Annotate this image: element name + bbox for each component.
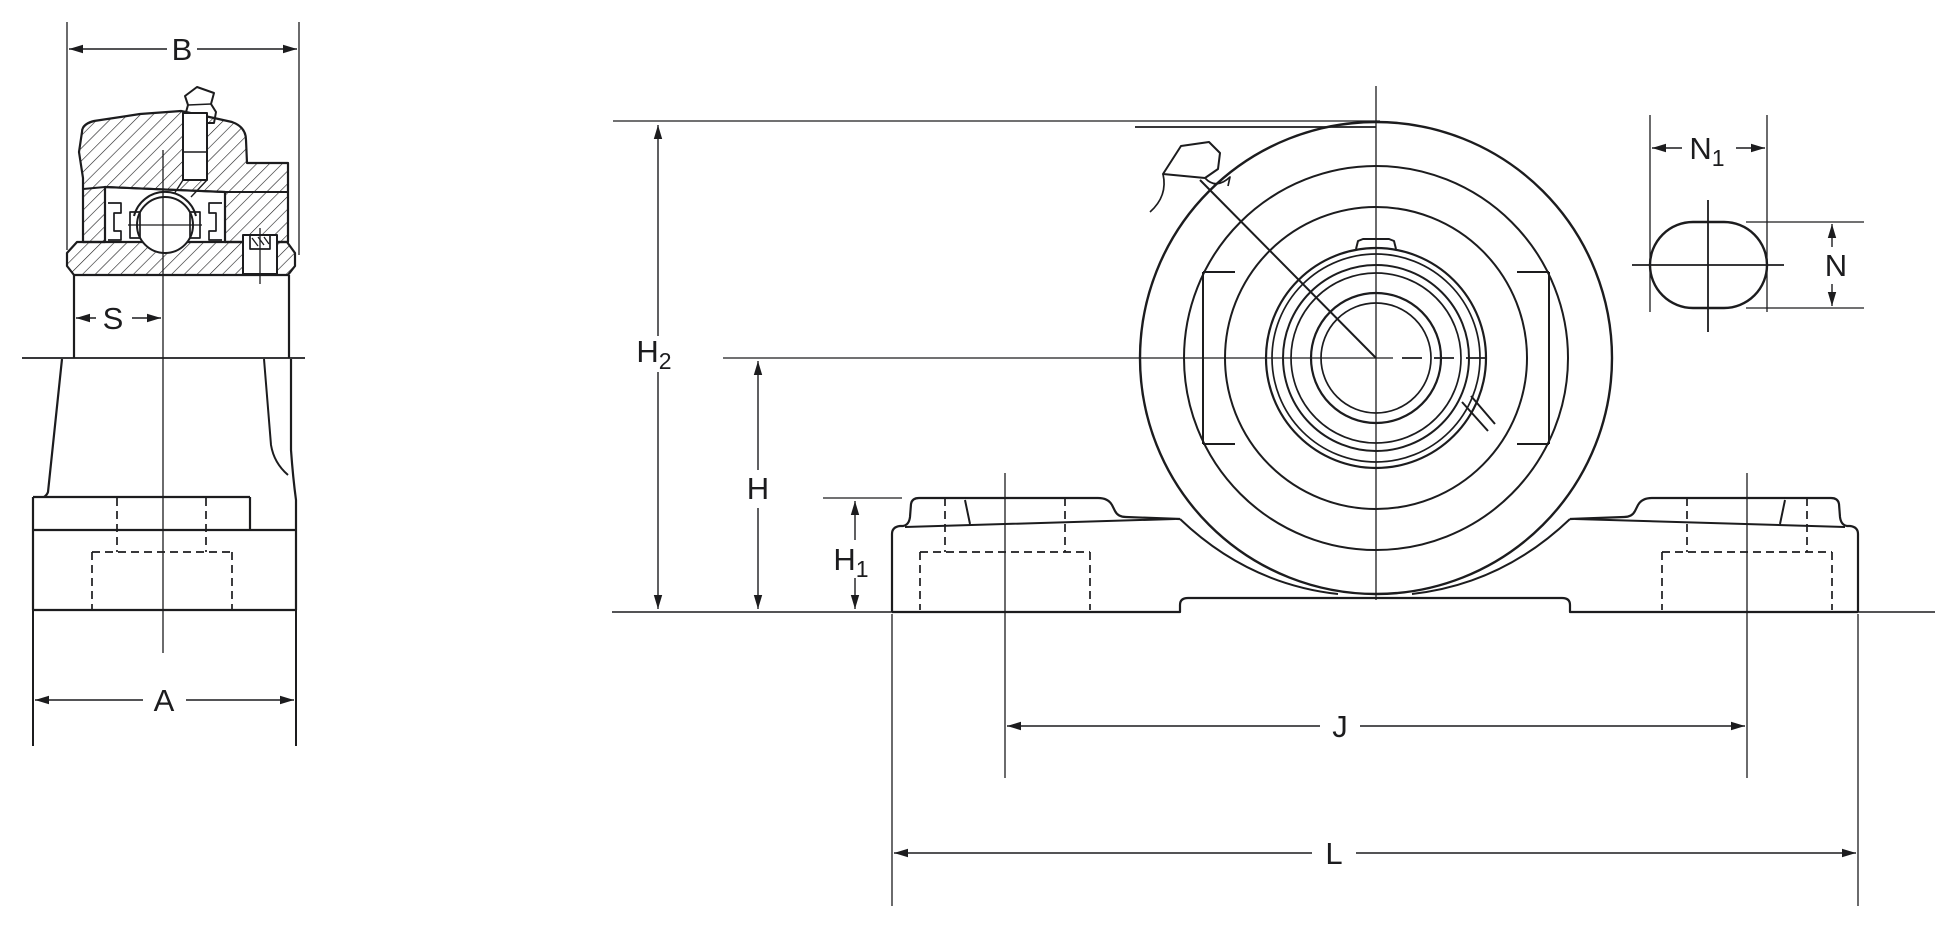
slot-extension-lines bbox=[1649, 115, 1864, 312]
slot-outline bbox=[1648, 220, 1769, 310]
extension-lines bbox=[612, 120, 1935, 906]
set-screw-collar bbox=[242, 228, 278, 284]
dim-label-B: B bbox=[172, 32, 193, 67]
slot-crosshair bbox=[1632, 200, 1784, 332]
dim-L: L bbox=[894, 836, 1856, 871]
front-view: H2 H H1 J L bbox=[612, 86, 1935, 906]
dim-N1: N1 bbox=[1652, 131, 1765, 171]
bearing-ball-section bbox=[108, 196, 222, 254]
dim-label-A: A bbox=[154, 683, 175, 718]
dim-A: A bbox=[35, 683, 294, 718]
side-flat-right bbox=[1517, 271, 1550, 445]
dim-B: B bbox=[66, 22, 300, 255]
dim-S: S bbox=[76, 301, 161, 336]
dim-label-S: S bbox=[103, 301, 124, 336]
dim-label-N: N bbox=[1825, 248, 1847, 283]
feet-outline bbox=[890, 496, 1860, 614]
dim-label-L: L bbox=[1325, 836, 1342, 871]
seal-left bbox=[108, 202, 122, 241]
dim-H1: H1 bbox=[833, 501, 869, 609]
dim-J: J bbox=[1007, 709, 1745, 744]
seal-right bbox=[208, 202, 222, 241]
dim-H2: H2 bbox=[636, 125, 672, 609]
dim-label-H: H bbox=[747, 471, 769, 506]
dim-H: H bbox=[747, 361, 769, 609]
grease-fitting-front-icon bbox=[1149, 141, 1377, 359]
diagonal-centerline bbox=[1199, 179, 1377, 359]
dim-label-H2: H2 bbox=[636, 334, 671, 374]
arch-fillets bbox=[1179, 518, 1571, 595]
set-screw-marks bbox=[1461, 395, 1496, 432]
dim-label-N1: N1 bbox=[1689, 131, 1724, 171]
slot-detail: N1 N bbox=[1632, 115, 1864, 332]
pedestal-and-base bbox=[31, 358, 298, 746]
side-view: B S A bbox=[22, 22, 305, 746]
dim-label-J: J bbox=[1332, 709, 1348, 744]
dim-N: N bbox=[1825, 224, 1847, 306]
hidden-bolt-slot-side bbox=[91, 498, 233, 610]
front-view-centerlines bbox=[723, 86, 1492, 600]
dim-label-H1: H1 bbox=[833, 542, 868, 582]
